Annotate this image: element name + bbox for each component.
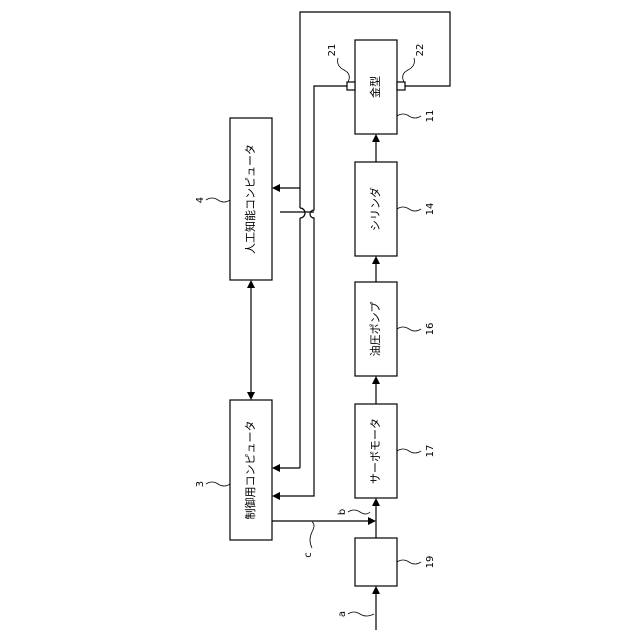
leader-4 <box>206 198 230 202</box>
leader-c <box>310 522 314 548</box>
crossover-hop <box>300 208 305 218</box>
ref-16: 16 <box>425 323 436 336</box>
servo-motor-label: サーボモータ <box>369 418 382 484</box>
cylinder-label: シリンダ <box>368 187 382 231</box>
arrow-into-mold <box>372 134 380 142</box>
sensor-22 <box>397 82 405 90</box>
mold-label: 金型 <box>368 76 382 98</box>
arrow-into-servo <box>372 498 380 506</box>
ref-14: 14 <box>425 203 436 216</box>
arrow-into-cylinder <box>372 256 380 264</box>
leader-21 <box>338 58 350 82</box>
leader-b <box>348 510 370 514</box>
arrow-to-ai <box>247 280 255 288</box>
leader-a <box>348 612 374 616</box>
control-computer-label: 制御用コンピュータ <box>243 421 257 520</box>
arrow-into-pump <box>372 376 380 384</box>
signal-b-label: b <box>337 509 348 515</box>
arrow-to-control <box>247 392 255 400</box>
arrow-signal-c <box>368 517 376 525</box>
ref-19: 19 <box>425 556 436 569</box>
sensor-21 <box>347 82 355 90</box>
signal-a-label: a <box>337 611 348 617</box>
ref-22: 22 <box>415 44 426 57</box>
signal-c-label: c <box>303 552 314 558</box>
ai-computer-label: 人工知能コンピュータ <box>243 144 257 254</box>
leader-17 <box>397 449 421 453</box>
ref-17: 17 <box>425 445 436 458</box>
leader-19 <box>397 560 421 564</box>
leader-16 <box>397 327 421 331</box>
hydraulic-pump-label: 油圧ポンプ <box>368 302 382 357</box>
ref-3: 3 <box>195 481 206 487</box>
arrow-into-19 <box>372 586 380 594</box>
ref-4: 4 <box>195 197 206 203</box>
arrow-22-to-ai <box>272 184 280 192</box>
ref-11: 11 <box>425 110 436 123</box>
leader-14 <box>397 207 421 211</box>
ref-21: 21 <box>327 44 338 57</box>
arrow-22-to-control <box>272 464 280 472</box>
block-19 <box>355 538 397 586</box>
leader-11 <box>397 114 421 118</box>
leader-22 <box>403 58 415 82</box>
sensor-21-feedback <box>280 86 347 496</box>
leader-3 <box>206 482 230 486</box>
arrow-21-to-control <box>272 492 280 500</box>
